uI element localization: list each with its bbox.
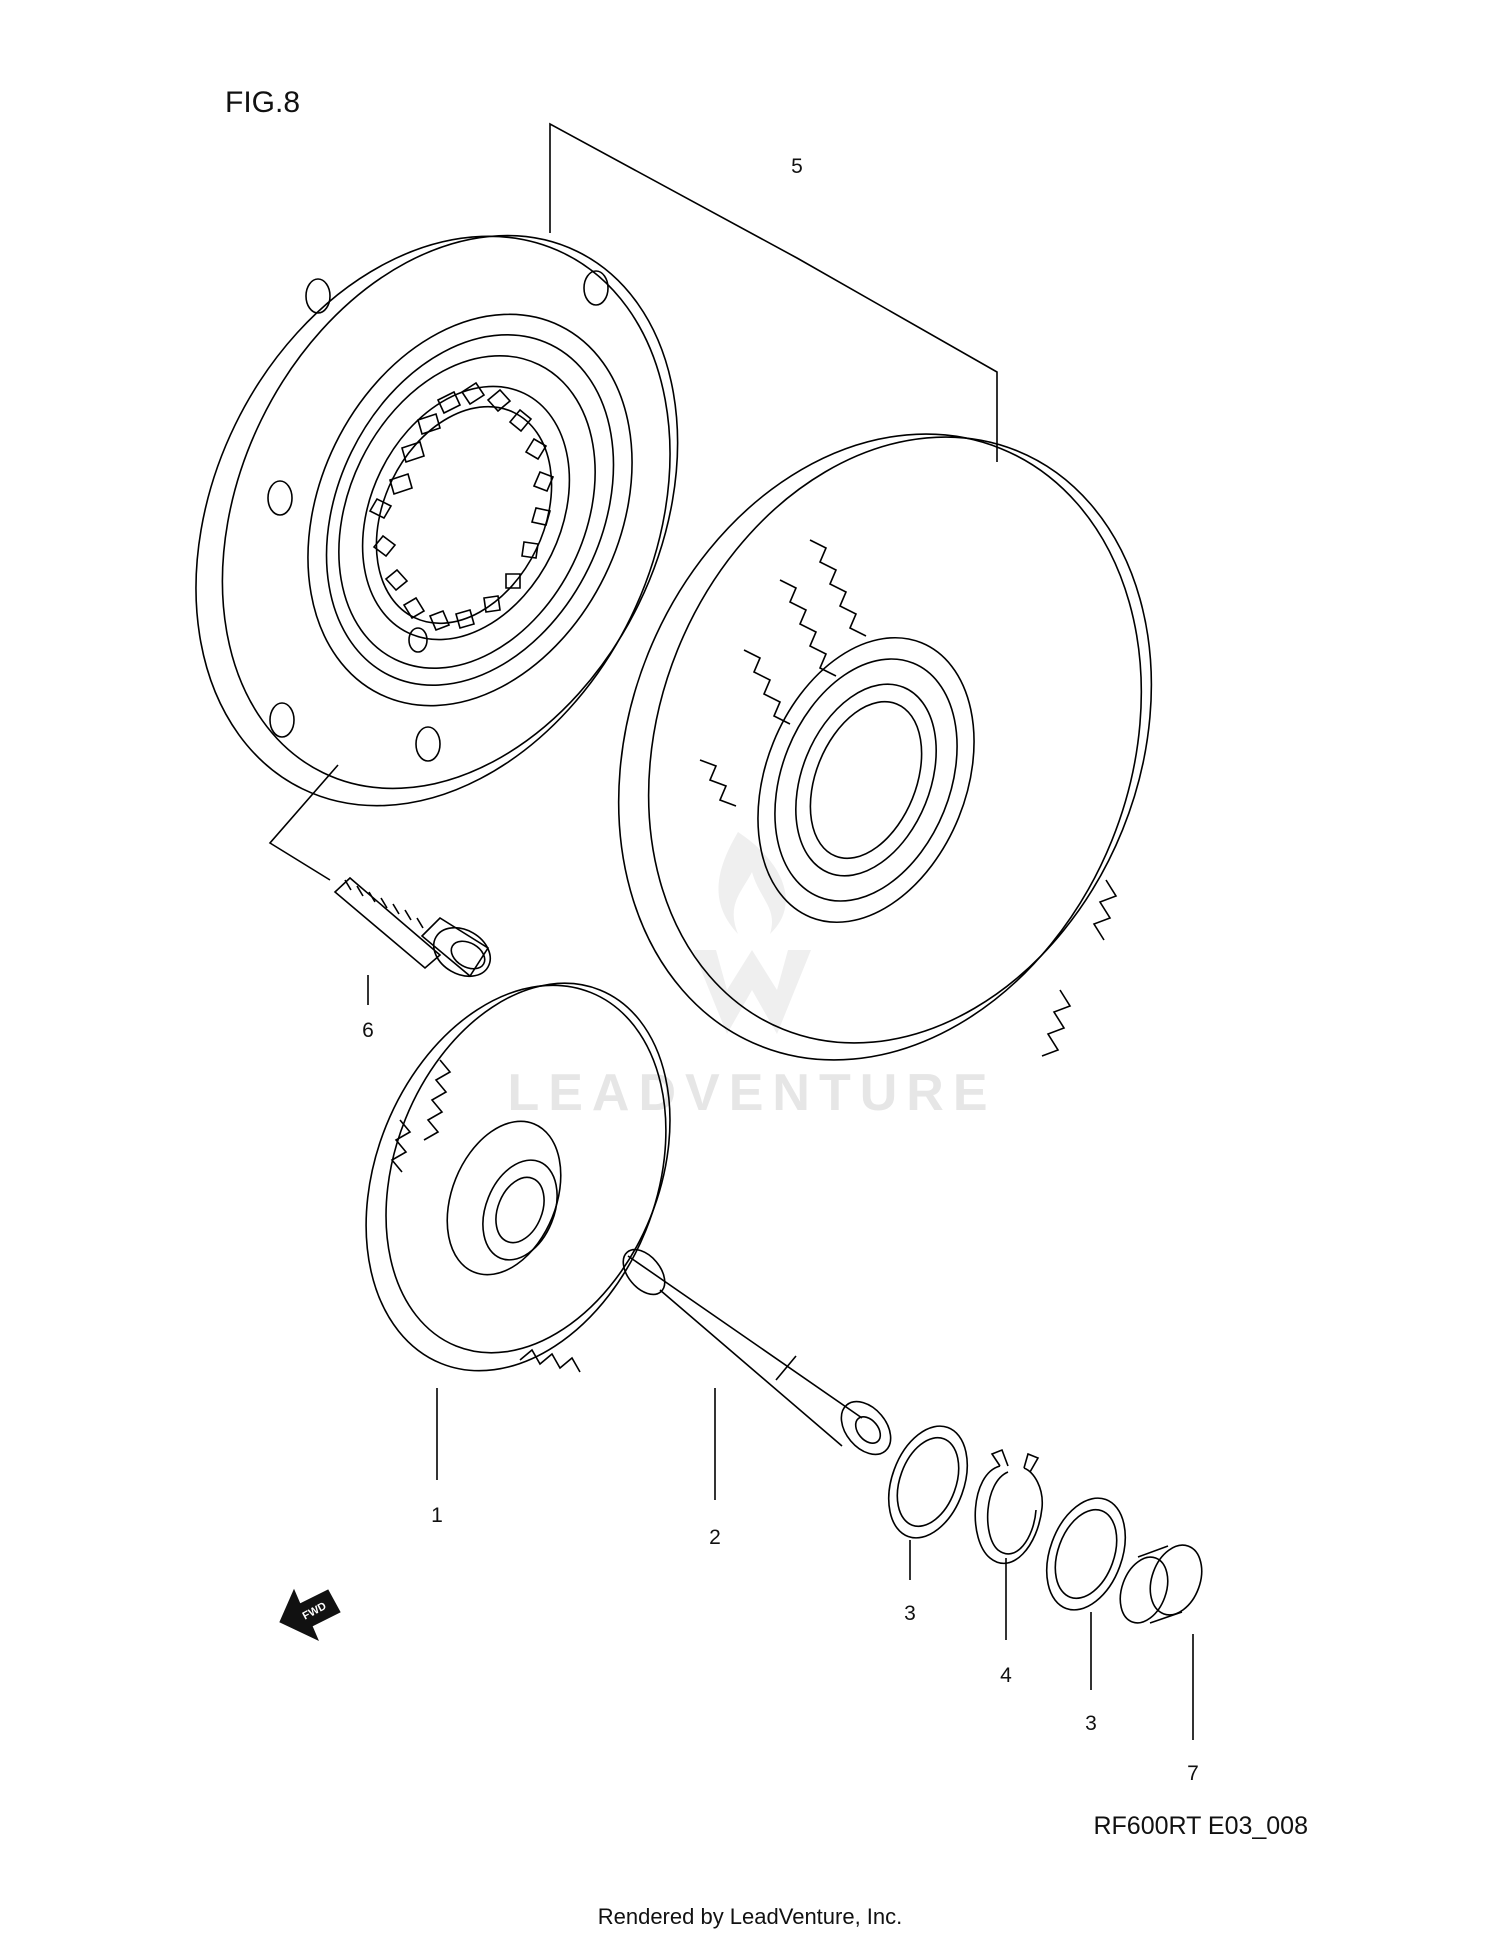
starter-clutch-gear-icon[interactable] bbox=[528, 355, 1240, 1139]
callout-2: 2 bbox=[709, 1526, 721, 1549]
callout-4: 4 bbox=[1000, 1664, 1012, 1687]
cap-icon[interactable] bbox=[1112, 1538, 1211, 1630]
fwd-arrow-icon: FWD bbox=[279, 1588, 341, 1642]
callout-3: 3 bbox=[1085, 1712, 1097, 1735]
starter-clutch-gear-assembly-icon[interactable] bbox=[105, 157, 766, 886]
shaft-icon[interactable] bbox=[615, 1242, 901, 1464]
driven-gear-icon[interactable] bbox=[311, 940, 722, 1416]
watermark: LEADVENTURE bbox=[507, 832, 996, 1122]
washer-icon[interactable] bbox=[1032, 1487, 1139, 1621]
footer-credit: Rendered by LeadVenture, Inc. bbox=[597, 1904, 903, 1929]
leader-lines bbox=[268, 122, 1194, 1740]
drawing-code: RF600RT E03_008 bbox=[1093, 1812, 1308, 1840]
washer-icon[interactable] bbox=[874, 1415, 981, 1549]
callout-7: 7 bbox=[1187, 1762, 1199, 1785]
callouts: 5 6 1 2 3 4 3 7 bbox=[362, 155, 1199, 1785]
figure-title: FIG.8 bbox=[225, 86, 300, 119]
watermark-text: LEADVENTURE bbox=[507, 1064, 996, 1122]
callout-5: 5 bbox=[791, 155, 803, 178]
circlip-icon[interactable] bbox=[974, 1448, 1044, 1565]
callout-1: 1 bbox=[431, 1504, 443, 1527]
callout-6: 6 bbox=[362, 1019, 374, 1042]
callout-3: 3 bbox=[904, 1602, 916, 1625]
bolt-icon[interactable] bbox=[333, 876, 499, 986]
